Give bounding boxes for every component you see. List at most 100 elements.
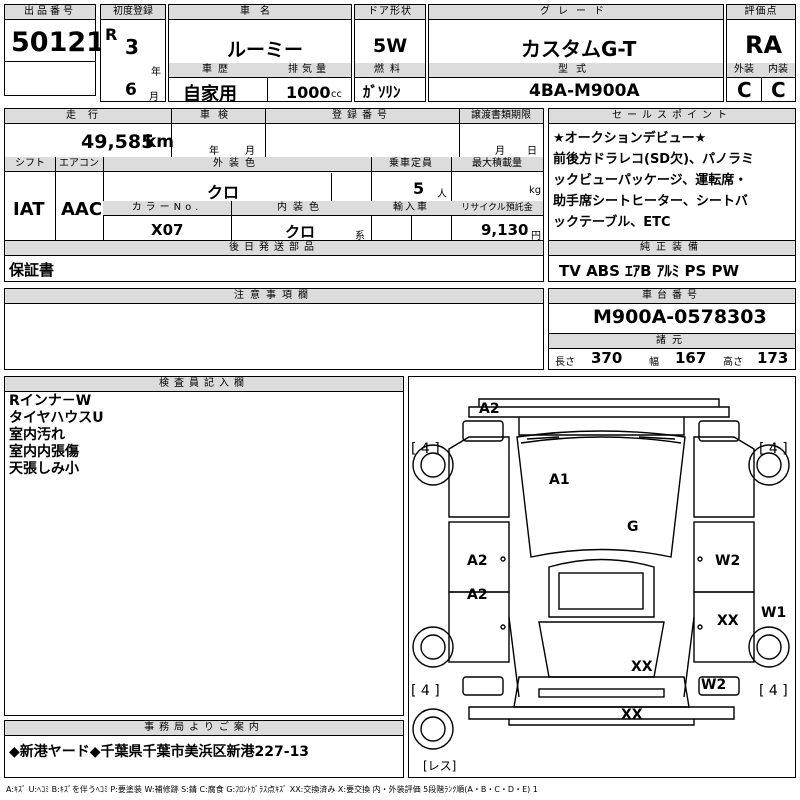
lot-number: 50121: [11, 27, 105, 58]
spec-length-label: 長さ: [555, 357, 575, 368]
displacement-unit: cc: [331, 89, 342, 100]
sales-point-line: ックテーブル、ETC: [553, 215, 671, 230]
inspector-note: 天張しみ小: [9, 461, 79, 477]
sales-point-line: 前後方ドラレコ(SD欠)、パノラミ: [553, 152, 755, 167]
equipment-label: 純正装備: [549, 241, 795, 256]
lot-number-box: 出品番号 50121: [4, 4, 105, 96]
spec-width-label: 幅: [649, 357, 659, 368]
car-name: ルーミー: [227, 39, 304, 61]
sales-point-line: ★オークションデビュー★: [553, 131, 707, 146]
ext-color-label: 外装色: [103, 157, 371, 172]
model-label: 型式: [429, 63, 723, 78]
capacity: 5: [413, 179, 425, 198]
spec-height-label: 高さ: [723, 357, 743, 368]
car-name-box: 車名 ルーミー 車歴 排気量 自家用 1000 cc: [168, 4, 352, 105]
sales-point-line: ックビューパッケージ、運転席・: [553, 173, 748, 188]
first-registration-box: 初度登録 R 3 年 6 月: [100, 4, 166, 103]
shift: IAT: [13, 199, 45, 220]
chassis-label: 車台番号: [549, 289, 795, 304]
inspector-note: Rインナ－W: [9, 393, 92, 409]
capacity-unit: 人: [437, 189, 447, 200]
recycle-label: リサイクル預託金: [451, 201, 543, 216]
shift-label: シフト: [5, 157, 55, 172]
first-reg-year-unit: 年: [151, 67, 161, 78]
grade-label: グレード: [429, 5, 723, 20]
damage-mark: A2: [467, 587, 488, 603]
spec-height: 173: [757, 349, 789, 367]
spec-length: 370: [591, 349, 623, 367]
recycle: 9,130: [481, 221, 529, 239]
int-color-unit: 系: [355, 231, 365, 242]
max-load-label: 最大積載量: [451, 157, 543, 172]
damage-mark: G: [627, 519, 639, 535]
tire-rear-left: [ 4 ]: [411, 683, 440, 699]
spec-width: 167: [675, 349, 707, 367]
damage-mark: W2: [701, 677, 727, 693]
later-parts-box: 後日発送部品 保証書: [4, 240, 544, 282]
grade-box: グレード カスタムG-T 型式 4BA-M900A: [428, 4, 724, 102]
car-name-label: 車名: [169, 5, 351, 20]
office-box: 事務局よりご案内 ◆新港ヤード◆千葉県千葉市美浜区新港227-13: [4, 720, 404, 778]
grade: カスタムG-T: [521, 37, 637, 61]
notes-box: 注意事項欄: [4, 288, 544, 370]
damage-mark: A1: [549, 472, 570, 488]
first-registration-label: 初度登録: [101, 5, 165, 20]
damage-mark: W1: [761, 605, 787, 621]
chassis-box: 車台番号 M900A-0578303 諸元 長さ 370 幅 167 高さ 17…: [548, 288, 796, 370]
ext-color: クロ: [207, 183, 240, 202]
score-label: 評価点: [727, 5, 795, 20]
inspector-box: 検査員記入欄 Rインナ－W タイヤハウスU 室内汚れ 室内内張傷 天張しみ小: [4, 376, 404, 716]
door-box: ドア形状 5W 燃料 ｶﾞｿﾘﾝ: [354, 4, 426, 102]
transfer-label: 譲渡書類期限: [459, 109, 543, 124]
inspector-note: 室内内張傷: [9, 444, 79, 460]
tire-front-right: [ 4 ]: [759, 441, 788, 457]
sales-point-line: 助手席シートヒーター、シートバ: [553, 194, 748, 209]
first-reg-year: 3: [125, 35, 139, 59]
max-load-unit: kg: [529, 185, 542, 196]
spare-tire: [レス]: [423, 759, 457, 773]
color-no: X07: [151, 221, 184, 239]
inspection-month-unit: 月: [245, 146, 255, 157]
model: 4BA-M900A: [529, 81, 640, 101]
damage-mark: XX: [717, 613, 739, 629]
sales-points-box: セールスポイント ★オークションデビュー★ 前後方ドラレコ(SD欠)、パノラミ …: [548, 108, 796, 242]
car-diagram-box: [ 4 ] [ 4 ] [ 4 ] [ 4 ] [レス] A2 A1 G A2 …: [408, 376, 796, 778]
import-label: 輸入車: [371, 201, 451, 216]
ext-score: C: [737, 78, 752, 102]
transfer-day-unit: 日: [527, 146, 537, 157]
lot-number-label: 出品番号: [5, 5, 95, 20]
equipment: TV ABS ｴｱB ｱﾙﾐ PS PW: [559, 262, 740, 280]
office-label: 事務局よりご案内: [5, 721, 403, 736]
mileage-label: 走行: [5, 109, 171, 124]
reg-no-label: 登録番号: [265, 109, 459, 124]
tire-rear-right: [ 4 ]: [759, 683, 788, 699]
damage-mark: XX: [631, 659, 653, 675]
vehicle-info-box: 走行 車検 登録番号 譲渡書類期限 49,585 km 年 月 月 日 シフト …: [4, 108, 544, 242]
inspector-note: 室内汚れ: [9, 427, 65, 443]
score: RA: [745, 31, 783, 59]
legend: A:ｷｽﾞ U:ﾍｺﾐ B:ｷｽﾞを伴うﾍｺﾐ P:要塗装 W:補修跡 S:錆 …: [6, 785, 538, 794]
mileage: 49,585: [81, 131, 155, 153]
displacement: 1000: [286, 83, 331, 102]
damage-mark: A2: [467, 553, 488, 569]
first-reg-era: R: [105, 25, 118, 44]
tire-front-left: [ 4 ]: [411, 441, 440, 457]
int-score-label: 内装: [761, 63, 795, 78]
later-parts-label: 後日発送部品: [5, 241, 543, 256]
score-box: 評価点 RA 外装 内装 C C: [726, 4, 796, 102]
int-score: C: [771, 78, 786, 102]
color-no-label: カラーNo.: [103, 201, 231, 216]
damage-mark: XX: [621, 707, 643, 723]
mileage-unit: km: [145, 132, 175, 152]
aircon: AAC: [61, 199, 103, 220]
fuel: ｶﾞｿﾘﾝ: [363, 83, 401, 101]
first-reg-month: 6: [125, 80, 137, 100]
ext-score-label: 外装: [727, 63, 761, 78]
door: 5W: [373, 35, 408, 57]
recycle-unit: 円: [531, 231, 541, 242]
car-diagram: [412, 398, 790, 750]
chassis-number: M900A-0578303: [593, 306, 767, 328]
aircon-label: エアコン: [55, 157, 103, 172]
equipment-box: 純正装備 TV ABS ｴｱB ｱﾙﾐ PS PW: [548, 240, 796, 282]
sales-points-label: セールスポイント: [549, 109, 795, 124]
